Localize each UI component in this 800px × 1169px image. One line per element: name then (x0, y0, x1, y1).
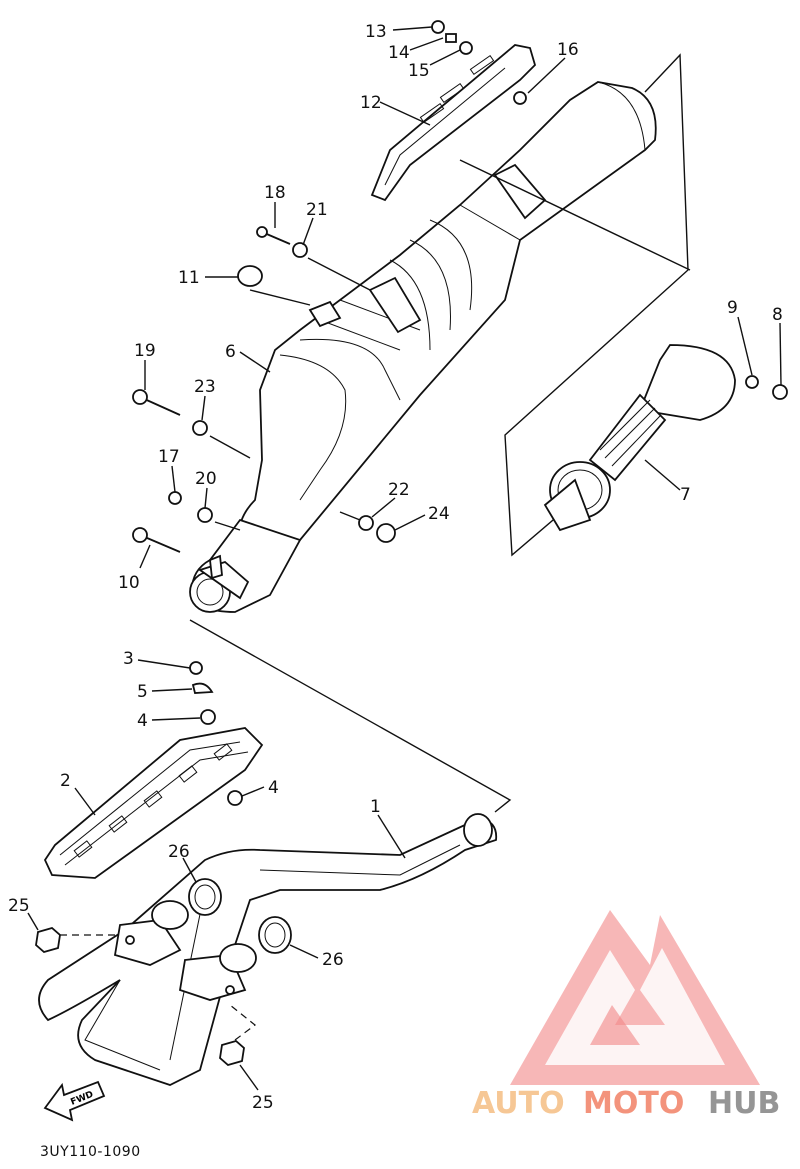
exhaust-pipe (38, 813, 498, 1086)
watermark-auto: AUTO (472, 1086, 565, 1121)
callout-13: 13 (365, 22, 387, 42)
callout-24: 24 (428, 504, 450, 524)
callout-26b: 26 (322, 950, 344, 970)
callout-8: 8 (772, 305, 783, 325)
callout-3: 3 (123, 649, 134, 669)
gasket-26b (258, 916, 292, 954)
part-11 (237, 265, 263, 287)
callout-16: 16 (557, 40, 579, 60)
part-22 (358, 515, 374, 531)
watermark-hub: HUB (708, 1086, 780, 1121)
callout-9: 9 (727, 298, 738, 318)
callout-17: 17 (158, 447, 180, 467)
callout-labels: 13 14 15 16 12 18 21 11 9 8 19 6 23 17 2… (8, 22, 783, 1113)
part-4a (200, 709, 216, 725)
callout-15: 15 (408, 61, 430, 81)
part-24 (376, 523, 396, 543)
callout-2: 2 (60, 771, 71, 791)
part-14 (445, 33, 457, 43)
callout-25b: 25 (252, 1093, 274, 1113)
part-9 (745, 375, 759, 389)
callout-22: 22 (388, 480, 410, 500)
callout-21: 21 (306, 200, 328, 220)
part-5 (191, 682, 214, 694)
callout-10: 10 (118, 573, 140, 593)
callout-23: 23 (194, 377, 216, 397)
callout-25a: 25 (8, 896, 30, 916)
part-23 (192, 420, 208, 436)
part-17 (168, 491, 182, 505)
part-21 (292, 242, 308, 258)
watermark-logo-icon (510, 910, 760, 1085)
part-15 (459, 41, 473, 55)
gasket-26a (188, 878, 222, 916)
callout-1: 1 (370, 797, 381, 817)
callout-4b: 4 (268, 778, 279, 798)
part-16 (513, 91, 527, 105)
part-20 (197, 507, 213, 523)
callout-18: 18 (264, 183, 286, 203)
watermark-moto: MOTO (583, 1086, 684, 1121)
callout-4a: 4 (137, 711, 148, 731)
nut-25b (219, 1004, 256, 1066)
part-13 (431, 20, 445, 34)
callout-5: 5 (137, 682, 148, 702)
nut-25a (35, 927, 115, 953)
callout-26a: 26 (168, 842, 190, 862)
part-4b (227, 790, 243, 806)
part-3 (189, 661, 203, 675)
automotohub-watermark: AUTO MOTO HUB (472, 910, 780, 1121)
callout-6: 6 (225, 342, 236, 362)
callout-19: 19 (134, 341, 156, 361)
callout-leaders (27, 26, 782, 1091)
callout-14: 14 (388, 43, 410, 63)
diagram-code: 3UY110-1090 (40, 1144, 141, 1160)
exhaust-heat-shield (43, 727, 264, 879)
callout-7: 7 (680, 485, 691, 505)
muffler-guard (370, 44, 537, 202)
callout-12: 12 (360, 93, 382, 113)
fwd-arrow-icon: FWD (43, 1080, 106, 1122)
callout-11: 11 (178, 268, 200, 288)
part-8 (772, 384, 788, 400)
spark-arrester (543, 344, 736, 532)
muffler-assembly (189, 81, 657, 613)
callout-20: 20 (195, 469, 217, 489)
